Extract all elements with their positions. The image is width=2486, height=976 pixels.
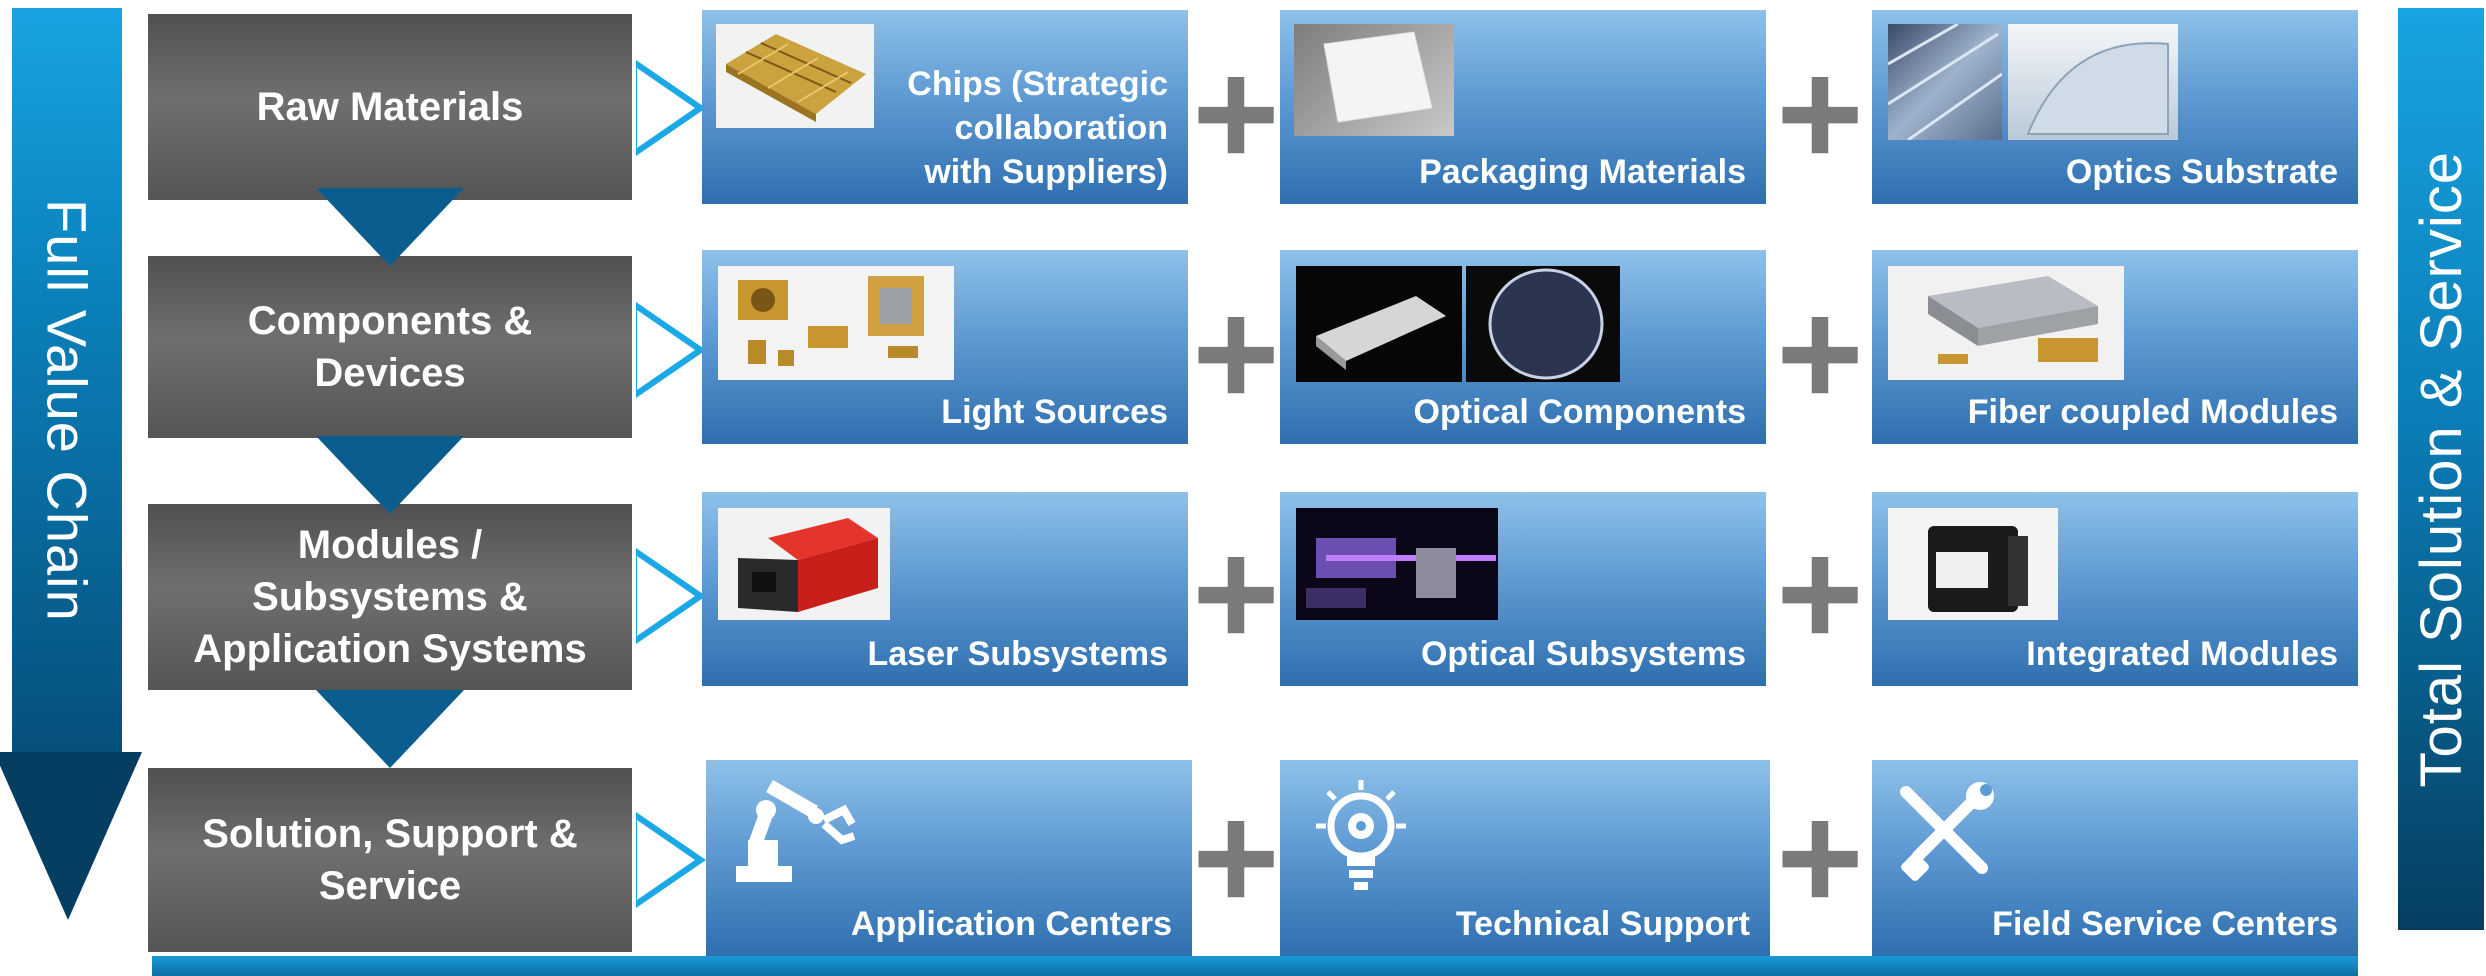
product-label: Packaging Materials (1419, 153, 1746, 191)
total-solution-bar (2398, 8, 2484, 930)
lens-array-photo (1296, 266, 1462, 382)
fiber-module-photo (1888, 266, 2124, 380)
product-chips: Chips (Strategic collaboration with Supp… (702, 10, 1188, 204)
product-label: Light Sources (941, 393, 1168, 431)
service-label: Application Centers (850, 905, 1172, 943)
plus-sign: + (1192, 269, 1280, 437)
product-packaging-materials: Packaging Materials (1280, 10, 1766, 204)
product-label: Laser Subsystems (867, 635, 1169, 673)
total-solution-label-wrap: Total Solution & Service (2398, 8, 2484, 930)
stage-flow-arrow (316, 690, 464, 768)
product-optical-components: Optical Components (1280, 250, 1766, 444)
value-chain-arrow-head (0, 752, 142, 920)
row-connector-arrow-inner (637, 556, 695, 636)
row-connector-arrow-inner (637, 310, 695, 390)
stage-label: Raw Materials (256, 85, 524, 129)
product-laser-subsystems: Laser Subsystems (702, 492, 1188, 686)
gold-chips-photo (716, 24, 874, 128)
service-field-service-centers: Field Service Centers (1872, 760, 2358, 956)
stage-modules-subsystems: Modules / Subsystems & Application Syste… (148, 504, 632, 690)
wrench-screwdriver-icon (1896, 782, 1996, 882)
lens-disc-photo (1466, 266, 1620, 382)
plus-sign: + (1192, 509, 1280, 677)
total-solution-label: Total Solution & Service (2408, 150, 2474, 788)
stage-label: Modules / Subsystems & Application Syste… (193, 523, 587, 671)
value-chain-label-wrap: Full Value Chain (6, 150, 128, 670)
stage-raw-materials: Raw Materials (148, 14, 632, 200)
bottom-strip (152, 956, 2358, 976)
stage-flow-arrow (316, 188, 464, 266)
black-module-photo (1888, 508, 2058, 620)
product-integrated-modules: Integrated Modules (1872, 492, 2358, 686)
plus-sign: + (1192, 773, 1280, 941)
glass-plates-photo (1887, 22, 2003, 142)
product-label: Fiber coupled Modules (1967, 393, 2338, 431)
substrate-square-photo (1294, 24, 1454, 136)
product-label: Optics Substrate (2065, 153, 2338, 191)
row-connector-arrow-inner (637, 68, 695, 148)
stage-label: Components & Devices (247, 299, 533, 395)
glass-plates-photo-2 (2008, 24, 2178, 140)
stage-flow-arrow (316, 436, 464, 514)
product-light-sources: Light Sources (702, 250, 1188, 444)
stage-label: Solution, Support & Service (202, 812, 578, 908)
uv-optics-photo (1296, 508, 1498, 620)
stage-solution-support-service: Solution, Support & Service (148, 768, 632, 952)
product-label: Chips (Strategic collaboration with Supp… (907, 65, 1168, 191)
plus-sign: + (1776, 773, 1864, 941)
plus-sign: + (1776, 269, 1864, 437)
service-application-centers: Application Centers (706, 760, 1192, 956)
product-fiber-coupled-modules: Fiber coupled Modules (1872, 250, 2358, 444)
service-label: Technical Support (1455, 905, 1750, 943)
lightbulb-gear-icon (1302, 776, 1420, 896)
service-label: Field Service Centers (1992, 905, 2338, 943)
laser-parts-photo (718, 266, 954, 380)
product-optical-subsystems: Optical Subsystems (1280, 492, 1766, 686)
row-connector-arrow-inner (637, 820, 695, 900)
value-chain-label: Full Value Chain (35, 198, 99, 622)
plus-sign: + (1776, 29, 1864, 197)
product-label: Optical Components (1413, 393, 1746, 431)
plus-sign: + (1192, 29, 1280, 197)
value-chain-arrow-shaft (12, 8, 122, 754)
product-label: Optical Subsystems (1420, 635, 1746, 673)
plus-sign: + (1776, 509, 1864, 677)
stage-components-devices: Components & Devices (148, 256, 632, 438)
red-laser-unit-photo (718, 508, 890, 620)
product-optics-substrate: Optics Substrate (1872, 10, 2358, 204)
service-technical-support: Technical Support (1280, 760, 1770, 956)
robot-arm-icon (732, 779, 862, 890)
product-label: Integrated Modules (2026, 635, 2338, 673)
